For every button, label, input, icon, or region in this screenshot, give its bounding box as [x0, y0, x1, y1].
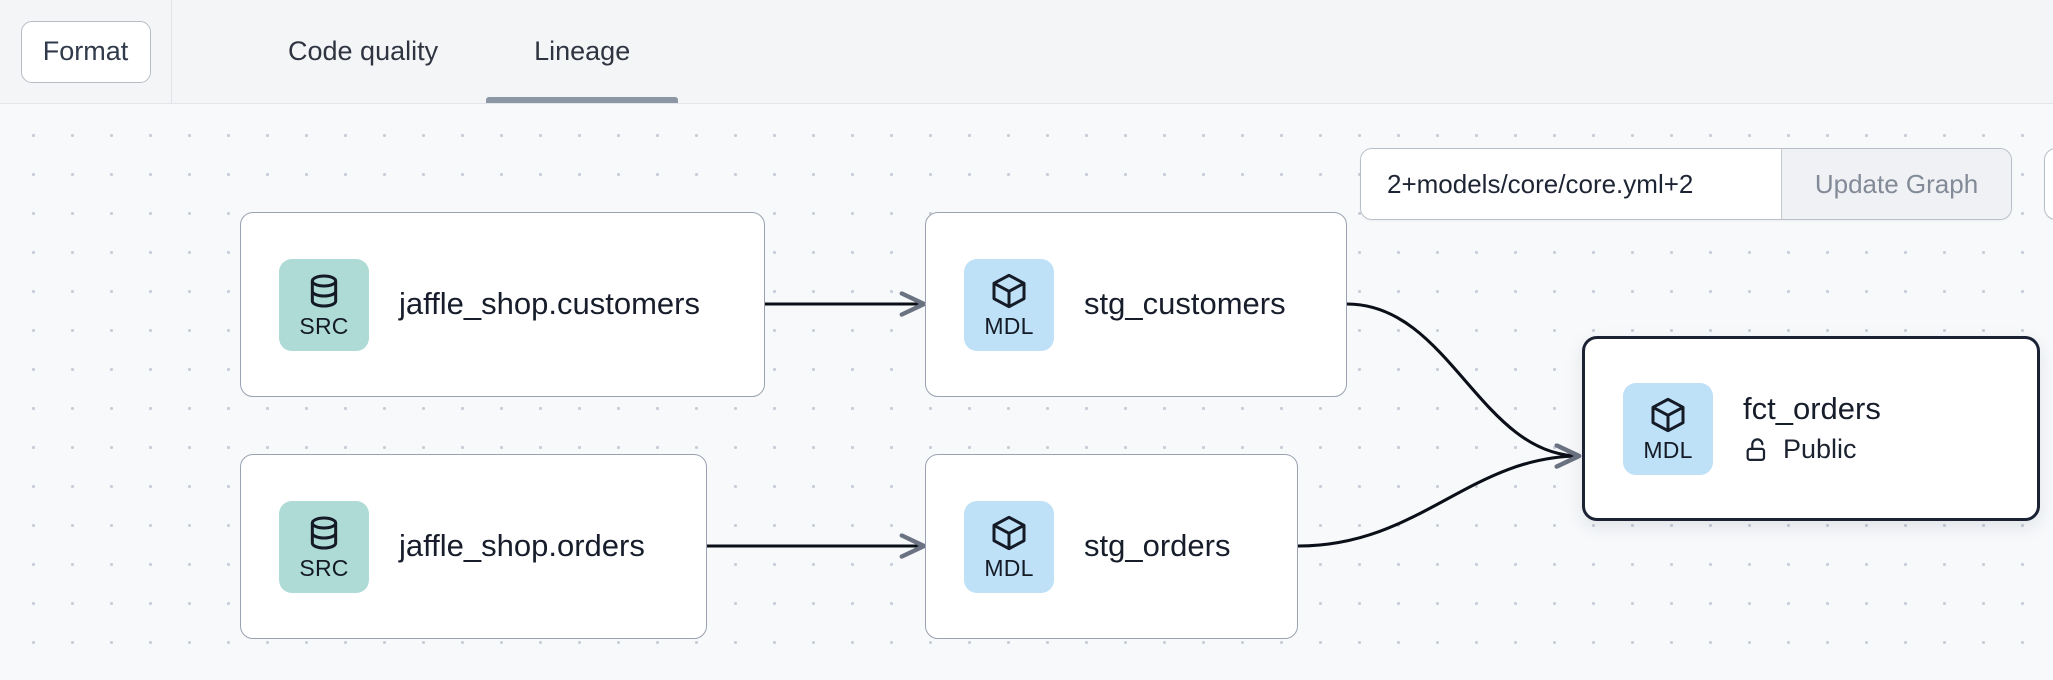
format-button-zone: Format: [0, 0, 172, 103]
tab-bar: Code quality Lineage: [172, 0, 679, 103]
node-body: jaffle_shop.orders: [399, 529, 645, 563]
badge-label: MDL: [984, 555, 1034, 581]
node-title: stg_customers: [1084, 286, 1286, 322]
badge-label: SRC: [299, 555, 349, 581]
database-icon: [310, 516, 338, 550]
graph-side-control[interactable]: [2044, 148, 2053, 220]
cube-icon: [992, 515, 1026, 551]
edge-stg-orders-to-fct: [1297, 456, 1580, 548]
cube-icon: [1651, 397, 1685, 433]
model-badge: MDL: [964, 258, 1054, 351]
model-badge: MDL: [964, 500, 1054, 593]
database-icon: [310, 274, 338, 308]
badge-label: MDL: [1643, 437, 1693, 463]
model-badge: MDL: [1623, 382, 1713, 475]
edge-stg-customers-to-fct: [1346, 302, 1580, 456]
tab-code-quality[interactable]: Code quality: [288, 36, 439, 66]
badge-label: SRC: [299, 313, 349, 339]
tab-lineage[interactable]: Lineage: [486, 0, 679, 103]
lineage-node-jaffle-shop-customers[interactable]: SRC jaffle_shop.customers: [240, 212, 765, 397]
source-badge: SRC: [279, 500, 369, 593]
node-title: fct_orders: [1743, 390, 1881, 426]
lineage-canvas[interactable]: Update Graph SRC jaffle_shop.customers M…: [0, 104, 2053, 680]
node-title: stg_orders: [1084, 528, 1231, 564]
format-button[interactable]: Format: [20, 20, 151, 83]
access-label: Public: [1783, 434, 1857, 465]
node-title: jaffle_shop.orders: [399, 528, 645, 564]
editor-toolbar: Format Code quality Lineage: [0, 0, 2053, 104]
lineage-node-stg-orders[interactable]: MDL stg_orders: [925, 454, 1298, 639]
node-body: stg_customers: [1084, 287, 1286, 321]
node-access: Public: [1743, 434, 1881, 465]
graph-controls: Update Graph: [1360, 148, 2012, 220]
lineage-node-stg-customers[interactable]: MDL stg_customers: [925, 212, 1347, 397]
node-body: jaffle_shop.customers: [399, 287, 700, 321]
unlock-icon: [1746, 437, 1766, 461]
update-graph-button[interactable]: Update Graph: [1781, 149, 2011, 219]
source-badge: SRC: [279, 258, 369, 351]
node-title: jaffle_shop.customers: [399, 286, 700, 322]
lineage-node-fct-orders[interactable]: MDL fct_orders Public: [1582, 336, 2040, 521]
cube-icon: [992, 273, 1026, 309]
node-body: fct_orders Public: [1743, 390, 1881, 465]
node-selector-input[interactable]: [1361, 149, 1781, 219]
node-body: stg_orders: [1084, 529, 1230, 563]
badge-label: MDL: [984, 313, 1034, 339]
lineage-node-jaffle-shop-orders[interactable]: SRC jaffle_shop.orders: [240, 454, 707, 639]
